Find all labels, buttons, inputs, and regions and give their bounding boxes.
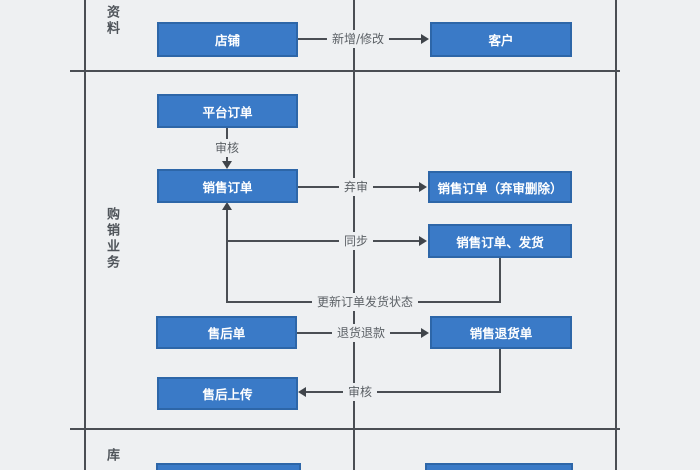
node-after-sales-upload: 售后上传 [157, 377, 298, 410]
edge-label-audit-top: 审核 [209, 139, 245, 157]
edge-label-update-shipping-status: 更新订单发货状态 [311, 293, 419, 311]
connector-return-down [499, 349, 501, 393]
grid-vline-left [84, 0, 86, 470]
connector-audit-to-upload [305, 391, 501, 393]
node-sales-order-discarded: 销售订单（弃审删除） [428, 171, 572, 203]
edge-label-audit-bottom: 审核 [342, 383, 378, 401]
arrowhead-down-icon [222, 161, 232, 169]
connector-shipping-down [499, 258, 501, 303]
edge-label-discard-audit: 弃审 [338, 178, 374, 196]
node-after-sales-order: 售后单 [156, 316, 297, 349]
node-platform-order: 平台订单 [157, 94, 298, 128]
arrowhead-right-icon [419, 182, 427, 192]
arrowhead-right-icon [421, 34, 429, 44]
edge-label-add-modify: 新增/修改 [326, 30, 390, 48]
arrowhead-right-icon [421, 328, 429, 338]
node-sales-order-shipping: 销售订单、发货 [428, 224, 572, 258]
node-shop: 店铺 [157, 22, 298, 57]
arrowhead-up-icon [222, 202, 232, 210]
node-partial-bottom-right [425, 463, 573, 470]
lane-label-inventory: 库 [104, 448, 119, 464]
edge-label-sync: 同步 [338, 232, 374, 250]
grid-hline-bottom [70, 428, 620, 430]
node-sales-return-order: 销售退货单 [430, 316, 572, 349]
node-partial-bottom-left [156, 463, 301, 470]
edge-label-return-refund: 退货退款 [331, 324, 391, 342]
lane-label-purchase-sales: 购销业务 [104, 207, 119, 271]
grid-hline-top [70, 70, 620, 72]
grid-vline-right [615, 0, 617, 470]
node-customer: 客户 [430, 22, 572, 57]
node-sales-order: 销售订单 [157, 169, 298, 203]
connector-update-status-vertical [226, 209, 228, 303]
connector-sales-to-shipping [226, 240, 420, 242]
arrowhead-right-icon [419, 236, 427, 246]
lane-label-master-data: 资料 [104, 5, 119, 37]
arrowhead-left-icon [298, 387, 306, 397]
